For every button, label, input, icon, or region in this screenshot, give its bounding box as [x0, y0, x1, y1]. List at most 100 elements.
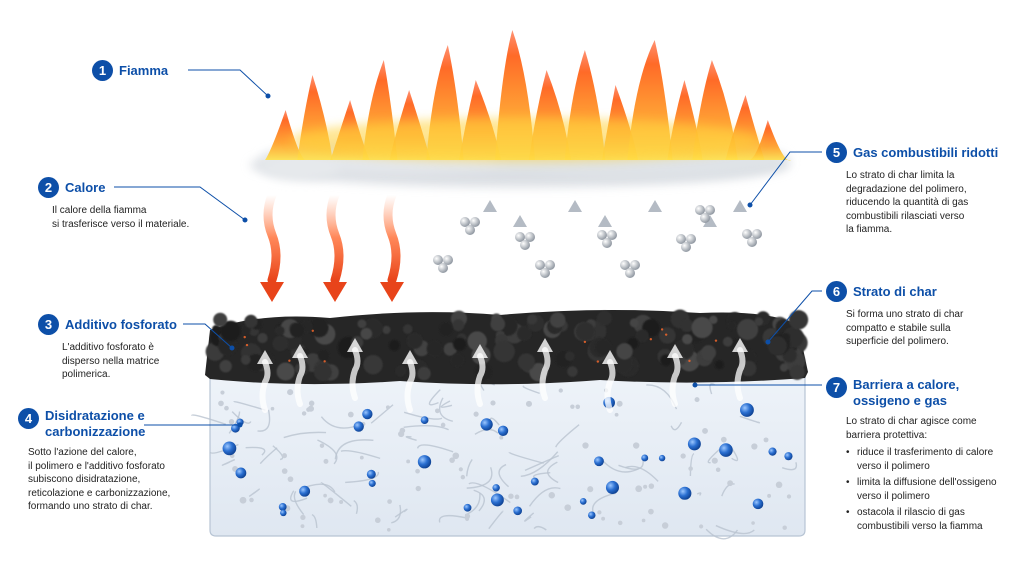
gas-arrow-head — [703, 215, 717, 227]
step-number-3: 3 — [38, 314, 59, 335]
additive-particle — [280, 509, 287, 517]
char-granule — [452, 319, 465, 332]
char-granule — [597, 310, 612, 326]
additive-particle — [678, 486, 692, 500]
label-flame: 1 Fiamma — [92, 60, 168, 81]
leader-lines — [114, 69, 822, 428]
gas-molecule-atom — [535, 260, 545, 270]
gas-molecule-atom — [433, 255, 443, 265]
char-granule — [714, 360, 724, 370]
additive-particle — [641, 454, 649, 462]
char-granule — [388, 339, 401, 352]
char-granule — [789, 364, 805, 380]
polymer-node — [281, 468, 288, 474]
polymer-node — [711, 457, 718, 464]
polymer-node — [727, 480, 734, 487]
gas-arrow-head — [483, 200, 497, 212]
polymer-node — [558, 388, 563, 393]
char-granule — [417, 366, 431, 381]
polymer-chain — [528, 487, 561, 507]
polymer-node — [508, 493, 514, 499]
polymer-node — [473, 411, 479, 417]
gas-arrow-head — [648, 200, 662, 212]
upward-flow-arrows — [257, 338, 748, 413]
polymer-chain — [705, 528, 739, 540]
polymer-node — [614, 412, 619, 417]
polymer-node — [218, 400, 224, 407]
additive-particle — [299, 485, 311, 497]
polymer-chain — [721, 483, 735, 497]
polymer-node — [786, 494, 792, 499]
additive-particle — [420, 416, 429, 424]
polymer-node — [643, 484, 648, 489]
char-granule — [402, 324, 413, 334]
polymer-chain — [696, 492, 702, 496]
polymer-chain — [715, 524, 755, 535]
additive-particle — [490, 493, 504, 507]
gas-molecule-atom — [676, 234, 686, 244]
polymer-node — [635, 485, 643, 493]
additive-particle — [687, 437, 701, 451]
char-granule — [406, 332, 423, 349]
char-granule — [272, 335, 288, 352]
polymer-node — [782, 525, 787, 530]
polymer-chain — [290, 490, 308, 503]
polymer-node — [587, 486, 594, 493]
polymer-node — [617, 520, 623, 526]
polymer-chain — [353, 499, 359, 514]
char-ember — [660, 328, 664, 331]
char-granule — [274, 325, 285, 336]
label-desc: Lo strato di char agisce come barriera p… — [846, 416, 977, 441]
polymer-node — [680, 453, 686, 459]
upward-arrow-shaft — [669, 353, 681, 407]
label-dehydration-carbonization: 4 Disidratazione e carbonizzazione Sotto… — [18, 408, 218, 514]
label-reduced-gas: 5 Gas combustibili ridotti Lo strato di … — [826, 142, 1016, 237]
polymer-chain — [248, 488, 260, 498]
polymer-chain — [508, 451, 544, 464]
label-desc: Il calore della fiamma si trasferisce ve… — [52, 205, 190, 230]
polymer-node — [239, 496, 247, 504]
polymer-node — [699, 524, 704, 529]
polymer-node — [499, 435, 504, 440]
polymer-node — [458, 467, 463, 472]
char-granule — [244, 314, 258, 328]
polymer-chain — [618, 458, 644, 470]
heat-arrow-head — [260, 282, 284, 302]
polymer-node — [616, 400, 623, 407]
gas-molecule-atom — [443, 255, 453, 265]
polymer-chain — [391, 504, 402, 524]
char-granule — [313, 363, 332, 382]
step-number-1: 1 — [92, 60, 113, 81]
gas-molecule-atom — [515, 232, 525, 242]
gas-molecule-atom — [470, 217, 480, 227]
polymer-chain — [781, 462, 798, 471]
polymer-node — [415, 468, 420, 474]
upward-arrow-head — [667, 344, 683, 358]
polymer-node — [575, 404, 581, 410]
flame-core — [290, 118, 760, 162]
gas-molecule-atom — [742, 229, 752, 239]
polymer-node — [548, 492, 556, 499]
polymer-chain — [221, 458, 236, 466]
char-granule — [360, 327, 373, 340]
polymer-node — [715, 467, 721, 472]
heat-arrow-shaft — [263, 190, 281, 285]
polymer-chain — [601, 459, 639, 473]
polymer-node — [385, 405, 390, 410]
char-granule — [575, 321, 595, 341]
polymer-node — [702, 427, 708, 434]
char-ember — [596, 360, 600, 363]
polymer-node — [308, 400, 315, 407]
char-granule — [659, 327, 676, 344]
polymer-node — [452, 452, 460, 460]
char-granule — [493, 340, 515, 363]
polymer-chain — [533, 525, 547, 531]
step-number-2: 2 — [38, 177, 59, 198]
heat-arrow-head — [323, 282, 347, 302]
polymer-node — [460, 474, 466, 480]
char-layer — [205, 309, 809, 385]
polymer-node — [386, 527, 391, 532]
char-granule — [213, 312, 228, 327]
gas-arrow-head — [568, 200, 582, 212]
